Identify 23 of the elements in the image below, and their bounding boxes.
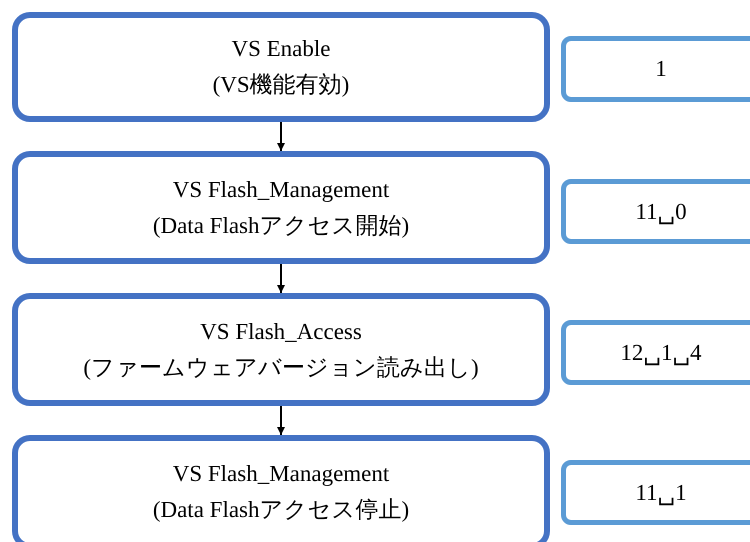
step-title: VS Flash_Access xyxy=(200,318,362,346)
value-text: 11␣0 xyxy=(635,198,687,226)
arrow xyxy=(277,122,285,151)
value-text: 1 xyxy=(655,55,667,83)
step-description: (VS機能有効) xyxy=(212,71,350,99)
step-box xyxy=(12,12,550,122)
arrow xyxy=(277,264,285,293)
value-box xyxy=(561,460,750,525)
value-box xyxy=(561,179,750,244)
step-description: (ファームウェアバージョン読み出し) xyxy=(83,354,479,382)
step-description: (Data Flashアクセス開始) xyxy=(152,212,410,240)
arrow xyxy=(277,406,285,435)
value-box xyxy=(561,36,750,102)
step-title: VS Flash_Management xyxy=(172,460,390,488)
value-text: 12␣1␣4 xyxy=(620,338,702,366)
step-box xyxy=(12,293,550,406)
step-title: VS Flash_Management xyxy=(172,176,390,204)
step-box xyxy=(12,435,550,542)
value-box xyxy=(561,320,750,385)
step-box xyxy=(12,151,550,264)
value-text: 11␣1 xyxy=(635,478,687,506)
step-description: (Data Flashアクセス停止) xyxy=(152,496,410,524)
step-title: VS Enable xyxy=(231,35,330,63)
